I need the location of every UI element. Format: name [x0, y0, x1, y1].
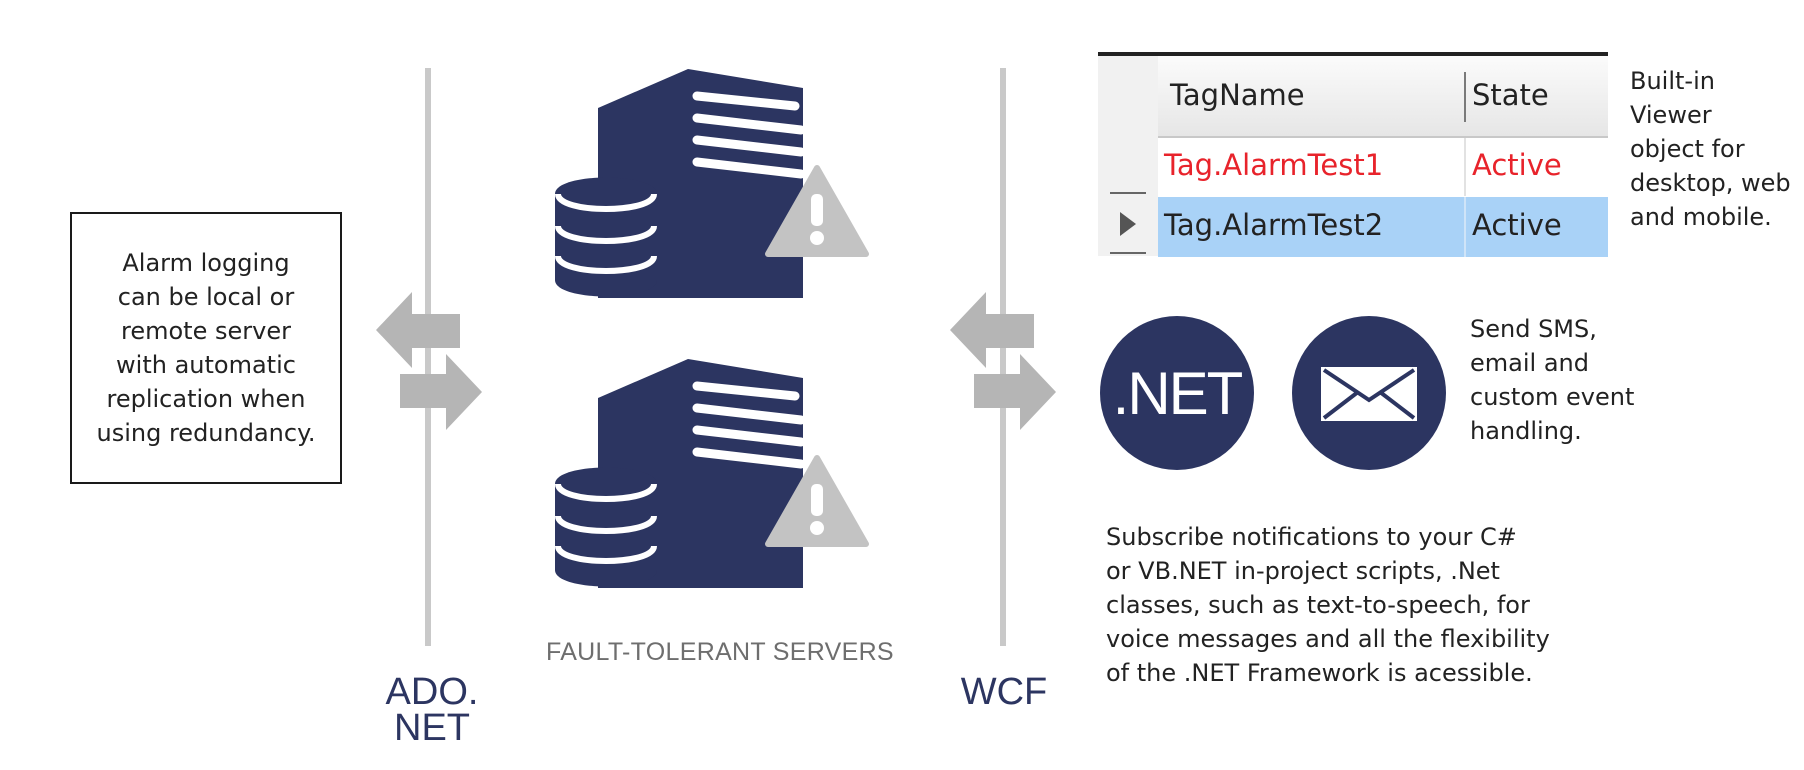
table-row-1-tag[interactable]: Tag.AlarmTest1 — [1164, 148, 1384, 182]
column-header-tagname[interactable]: TagName — [1170, 78, 1305, 112]
ado-net-connector-line — [425, 68, 431, 646]
notify-note: Send SMS, email and custom event handlin… — [1470, 315, 1635, 445]
viewer-note: Built-in Viewer object for desktop, web … — [1630, 67, 1791, 231]
ado-net-label: ADO. NET — [385, 671, 479, 749]
table-row-2-tag[interactable]: Tag.AlarmTest2 — [1164, 208, 1384, 242]
alarm-viewer-table: TagName State Tag.AlarmTest1 Active Tag.… — [1098, 52, 1608, 258]
row-selector-divider-top — [1110, 192, 1146, 194]
row-2-column-separator — [1464, 197, 1466, 257]
wcf-bidirectional-arrows-icon — [950, 292, 1056, 430]
alarm-logging-text: Alarm logging can be local or remote ser… — [96, 249, 316, 447]
header-column-separator — [1464, 72, 1466, 122]
table-header-row — [1158, 56, 1608, 138]
scripts-note: Subscribe notifications to your C# or VB… — [1106, 523, 1550, 687]
wcf-label: WCF — [960, 671, 1048, 713]
envelope-icon — [1321, 367, 1417, 421]
dotnet-badge: .NET — [1100, 316, 1254, 470]
table-row-2-state[interactable]: Active — [1472, 208, 1562, 242]
wcf-connector-line — [1000, 68, 1006, 646]
table-row-1-state[interactable]: Active — [1472, 148, 1562, 182]
email-badge — [1292, 316, 1446, 470]
warning-2-icon — [765, 455, 869, 547]
table-row-2-selected-background[interactable] — [1158, 197, 1608, 257]
table-top-border — [1098, 52, 1608, 56]
warning-1-icon — [765, 165, 869, 257]
alarm-logging-box: Alarm logging can be local or remote ser… — [70, 212, 342, 484]
servers-caption: FAULT-TOLERANT SERVERS — [546, 638, 894, 666]
row-1-column-separator — [1464, 138, 1466, 196]
ado-net-bidirectional-arrows-icon — [376, 292, 482, 430]
server-2-icon — [555, 359, 806, 588]
row-selector-divider-bottom — [1110, 252, 1146, 254]
row-selector-triangle-icon — [1120, 212, 1136, 236]
dotnet-badge-text: .NET — [1112, 359, 1244, 427]
column-header-state[interactable]: State — [1472, 78, 1549, 112]
